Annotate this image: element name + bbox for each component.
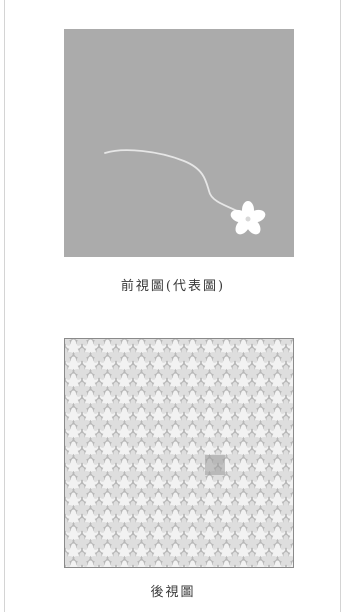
pattern-darker-patch [205, 455, 225, 475]
page-frame [4, 0, 341, 612]
back-view-drawing [65, 339, 293, 567]
back-view-figure [64, 338, 294, 568]
flower-icon [230, 201, 266, 235]
flower-stem [104, 149, 243, 214]
front-view-caption: 前視圖(代表圖) [120, 279, 226, 294]
front-view-drawing [104, 149, 266, 235]
back-view-caption: 後視圖 [150, 585, 196, 600]
front-view-figure [64, 29, 294, 257]
flower-pattern-fill [65, 339, 293, 567]
